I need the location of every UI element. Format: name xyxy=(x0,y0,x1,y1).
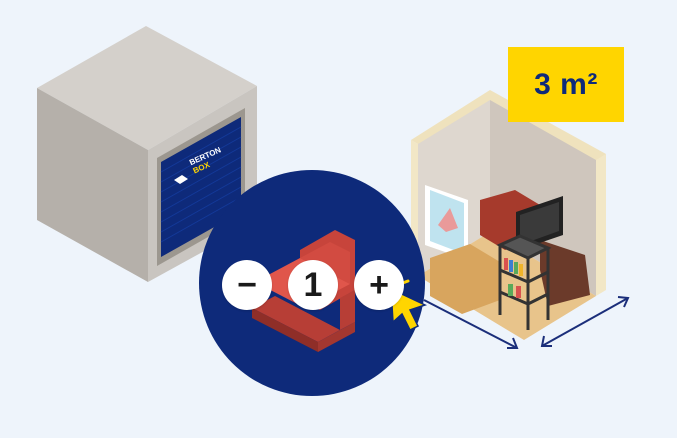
shelf-icon xyxy=(496,234,552,330)
storage-room xyxy=(411,90,606,340)
shutter-lines xyxy=(160,126,242,243)
increase-quantity-button[interactable]: + xyxy=(354,260,404,310)
quantity-value: 1 xyxy=(288,260,338,310)
tv-icon xyxy=(516,196,563,251)
brand-logo-icon xyxy=(174,175,188,184)
dimension-arrows xyxy=(423,296,630,349)
cabinet xyxy=(430,244,500,314)
books xyxy=(504,258,523,298)
picture-frame-icon xyxy=(425,185,468,260)
size-badge: 3 m² xyxy=(508,47,624,122)
decrease-quantity-button[interactable]: − xyxy=(222,260,272,310)
